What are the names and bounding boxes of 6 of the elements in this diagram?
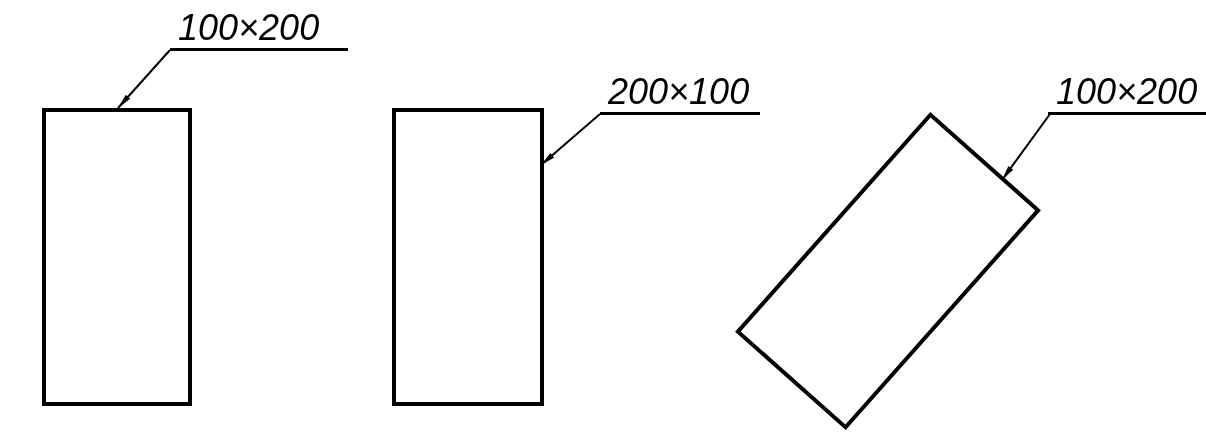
size-callout: 100×200 <box>170 8 348 51</box>
leader-line <box>117 49 171 109</box>
rectangle-outline <box>392 108 544 406</box>
size-callout: 200×100 <box>600 72 760 115</box>
rectangle-outline <box>42 108 192 406</box>
size-callout: 100×200 <box>1048 72 1206 115</box>
